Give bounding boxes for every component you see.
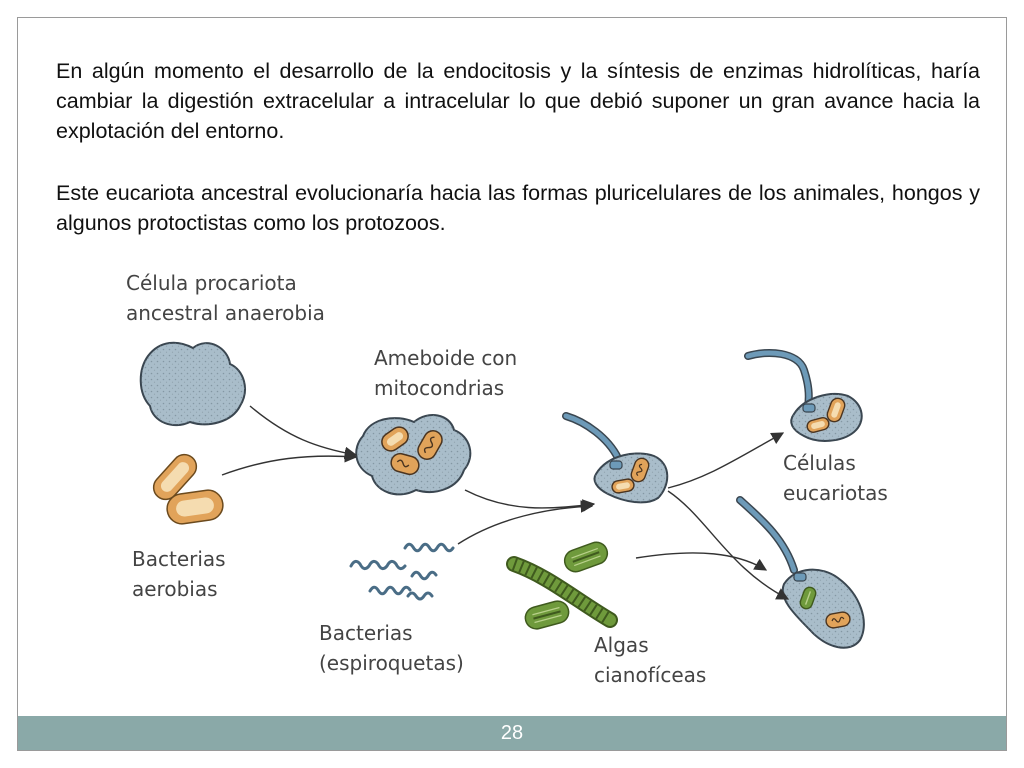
cyanophyte-algae	[506, 541, 618, 630]
slide: En algún momento el desarrollo de la end…	[17, 17, 1007, 751]
label-line-2: aerobias	[132, 577, 218, 601]
flagellated-eukaryote-cell	[562, 412, 669, 504]
label-line-1: Bacterias	[319, 621, 413, 645]
label-spirochetes: Bacterias (espiroquetas)	[319, 618, 464, 678]
label-aerobic-bacteria: Bacterias aerobias	[132, 544, 226, 604]
aerobic-bacteria	[152, 453, 224, 525]
arrow-aerobic-to-amoeboid	[221, 450, 358, 476]
arrow-spirochete-to-eukaryote	[457, 500, 594, 545]
label-line-2: cianofíceas	[594, 663, 707, 687]
label-eukaryotic-cells: Células eucariotas	[783, 448, 888, 508]
amoeboid-cell	[355, 414, 472, 496]
label-line-1: Ameboide con	[374, 346, 518, 370]
label-amoeboid: Ameboide con mitocondrias	[374, 343, 517, 403]
eukaryote-cell-upper	[744, 348, 863, 442]
eukaryote-cell-lower	[736, 496, 865, 649]
arrow-to-upper-eukaryote	[667, 432, 785, 489]
label-line-1: Células	[783, 451, 856, 475]
arrow-amoeboid-to-eukaryote	[464, 489, 596, 512]
label-line-2: eucariotas	[783, 481, 888, 505]
page-number: 28	[500, 722, 524, 744]
label-line-1: Algas	[594, 633, 649, 657]
paragraph-endocytosis: En algún momento el desarrollo de la end…	[56, 59, 980, 143]
process-arrows	[221, 405, 790, 600]
arrow-algae-to-lower-eukaryote	[635, 552, 768, 571]
endosymbiosis-diagram	[139, 341, 865, 649]
label-line-1: Bacterias	[132, 547, 226, 571]
label-line-2: ancestral anaerobia	[126, 301, 325, 325]
label-line-1: Célula procariota	[126, 271, 297, 295]
anaerobic-prokaryote-cell	[139, 341, 246, 427]
footer-bar: 28	[18, 716, 1006, 750]
label-ancestral-prokaryote: Célula procariota ancestral anaerobia	[126, 268, 325, 328]
spirochete-bacteria	[349, 542, 455, 601]
paragraph-eukaryote: Este eucariota ancestral evolucionaría h…	[56, 181, 980, 235]
label-line-2: mitocondrias	[374, 376, 505, 400]
label-line-2: (espiroquetas)	[319, 651, 464, 675]
arrow-to-lower-eukaryote	[667, 490, 790, 600]
arrow-prokaryote-to-amoeboid	[249, 405, 358, 460]
label-cyanophytes: Algas cianofíceas	[594, 630, 706, 690]
